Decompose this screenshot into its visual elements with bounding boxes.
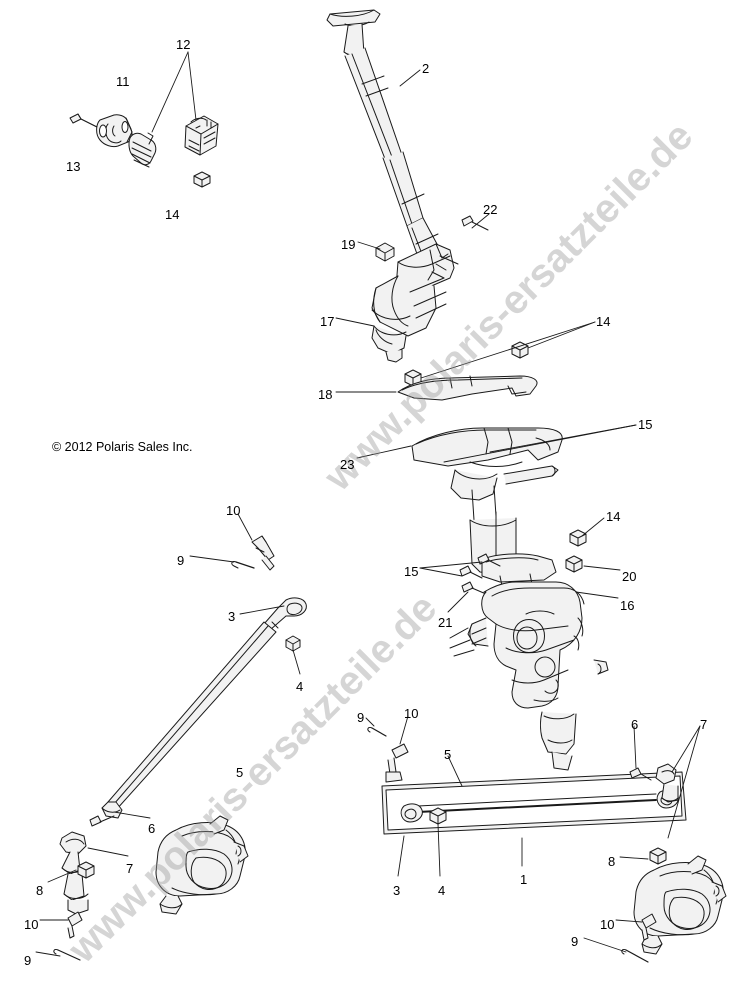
callout-number: 2	[422, 61, 430, 76]
callout-number: 11	[116, 74, 130, 89]
callout-number: 4	[296, 679, 304, 694]
copyright-notice: © 2012 Polaris Sales Inc.	[52, 440, 193, 454]
part-18-plate	[335, 375, 538, 401]
part-23-frame	[411, 427, 563, 575]
part-10-fitting-right	[615, 913, 657, 941]
part-4-nut-bottom	[429, 807, 447, 877]
callout-number: 22	[483, 202, 498, 217]
callout-number: 10	[24, 917, 39, 932]
part-8-nut-right	[619, 847, 667, 865]
part-9-cotter-left	[35, 949, 81, 961]
part-7-balljoint-right	[655, 725, 701, 839]
part-6-bolt-left	[89, 811, 151, 827]
callout-number: 15	[404, 564, 419, 579]
callout-number: 10	[226, 503, 241, 518]
part-14-nuts-motor	[404, 321, 596, 387]
part-15-bolts	[419, 553, 501, 579]
callout-number: 16	[620, 598, 635, 613]
callout-number: 9	[24, 953, 32, 968]
callout-number: 23	[340, 457, 355, 472]
part-9-cotter-mid	[365, 717, 387, 737]
callout-number: 9	[571, 934, 579, 949]
callout-number: 3	[393, 883, 401, 898]
callout-number: 4	[438, 883, 446, 898]
callout-number: 3	[228, 609, 236, 624]
part-19-nut	[357, 241, 395, 262]
callout-number: 14	[606, 509, 621, 524]
part-9-cotter-upper	[189, 555, 255, 569]
callout-number: 5	[236, 765, 244, 780]
callout-number: 9	[357, 710, 365, 725]
callout-number: 10	[600, 917, 615, 932]
callout-number: 18	[318, 387, 333, 402]
callout-number: 21	[438, 615, 453, 630]
callout-number: 6	[631, 717, 639, 732]
part-13-bolt	[69, 113, 100, 129]
part-10-fitting-mid	[385, 715, 409, 783]
callout-number: 9	[177, 553, 185, 568]
part-9-cotter-right	[583, 937, 649, 963]
part-12-lower	[128, 132, 157, 168]
callout-number: 17	[320, 314, 335, 329]
callout-number: 19	[341, 237, 356, 252]
part-10-fitting-upper	[237, 513, 275, 571]
callout-number: 7	[700, 717, 708, 732]
part-21-bolt	[447, 581, 487, 613]
part-4-nut-upper	[285, 635, 301, 675]
callout-number: 14	[165, 207, 180, 222]
callout-number: 6	[148, 821, 156, 836]
part-12-upper	[184, 115, 219, 156]
callout-number: 20	[622, 569, 637, 584]
part-10-fitting-left	[39, 911, 83, 939]
callout-number: 14	[596, 314, 611, 329]
callout-number: 5	[444, 747, 452, 762]
callout-number: 15	[638, 417, 653, 432]
part-20-nut	[565, 555, 621, 573]
part-5-drag-link	[101, 621, 277, 819]
part-6-bolt-right	[629, 725, 652, 781]
callout-number: 8	[608, 854, 616, 869]
part-14-nut-right	[569, 517, 605, 547]
left-knuckle-assembly	[155, 815, 249, 915]
callout-number: 7	[126, 861, 134, 876]
part-14-nut-top	[193, 171, 211, 188]
part-8-nut-left	[47, 861, 95, 883]
gearcase-assembly	[449, 581, 609, 771]
callout-number: 13	[66, 159, 81, 174]
part-2-steering-post	[326, 9, 446, 269]
callout-number: 1	[520, 872, 528, 887]
part-1-tierod-assembly	[381, 771, 687, 835]
part-22-bolt	[461, 213, 490, 231]
callout-number: 8	[36, 883, 44, 898]
part-17-motor	[371, 243, 459, 363]
callout-number: 12	[176, 37, 191, 52]
part-3-tierod-end-upper	[239, 597, 307, 631]
right-knuckle-assembly	[633, 855, 727, 955]
part-11-clamp	[96, 114, 133, 148]
callout-number: 10	[404, 706, 419, 721]
